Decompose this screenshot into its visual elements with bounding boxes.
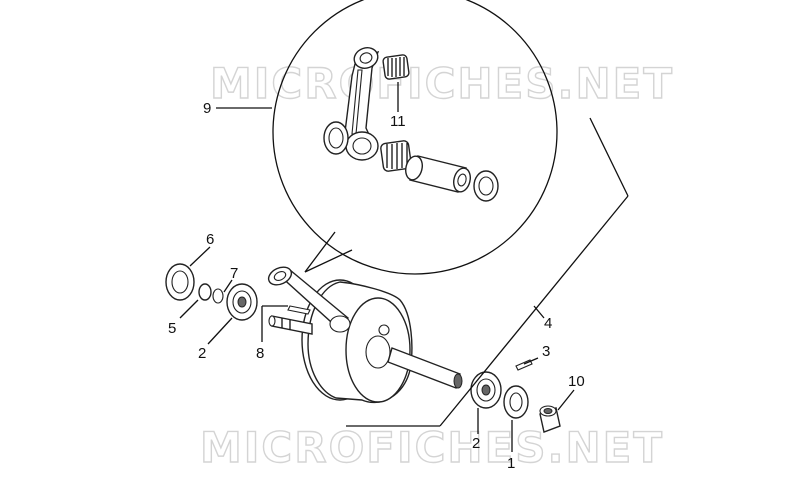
callout-connector-left (304, 231, 336, 273)
label-3: 3 (542, 343, 550, 360)
callout-connector-right (304, 249, 353, 273)
label-5: 5 (168, 320, 176, 337)
callout-circle (272, 0, 558, 275)
leader-lines (179, 82, 629, 452)
needle-bearing-large (380, 140, 412, 172)
o-ring-left (198, 283, 212, 301)
leader-3 (523, 357, 539, 365)
ball-bearing-right (470, 371, 502, 409)
connecting-rod-detail (343, 47, 380, 161)
connecting-rod-detail-callout (272, 0, 558, 275)
label-8: 8 (256, 345, 264, 362)
label-4: 4 (544, 315, 552, 332)
label-2-left: 2 (198, 345, 206, 362)
label-9: 9 (203, 100, 211, 117)
oil-seal-left (165, 263, 195, 301)
crankshaft-right-shaft (387, 347, 461, 389)
crank-pin (405, 155, 471, 193)
watermark-top: MICROFICHES.NET (210, 59, 674, 108)
label-2-right: 2 (472, 435, 480, 452)
connecting-rod (267, 266, 351, 333)
label-6: 6 (206, 231, 214, 248)
label-1: 1 (507, 455, 515, 472)
circlip-left (212, 288, 224, 304)
watermark-bottom: MICROFICHES.NET (200, 423, 664, 472)
leader-4 (533, 305, 545, 319)
label-11: 11 (390, 113, 406, 130)
leader-5 (179, 299, 199, 319)
leader-10 (557, 389, 575, 411)
ball-bearing-left (226, 283, 258, 321)
part-number-labels: 9 11 6 7 5 2 8 4 3 10 2 1 (168, 100, 585, 472)
crankshaft-assembly (267, 266, 463, 404)
spacer-bushing (539, 405, 561, 433)
label-10: 10 (568, 373, 585, 390)
bracket-4-top (589, 117, 629, 197)
leader-7 (223, 279, 233, 293)
bracket-4-diagonal (439, 195, 629, 427)
leader-6 (189, 246, 211, 267)
woodruff-key-left (287, 305, 311, 315)
needle-bearing-small (382, 54, 410, 80)
leader-2-left (207, 317, 233, 345)
oil-seal-right (503, 385, 529, 419)
label-7: 7 (230, 265, 238, 282)
